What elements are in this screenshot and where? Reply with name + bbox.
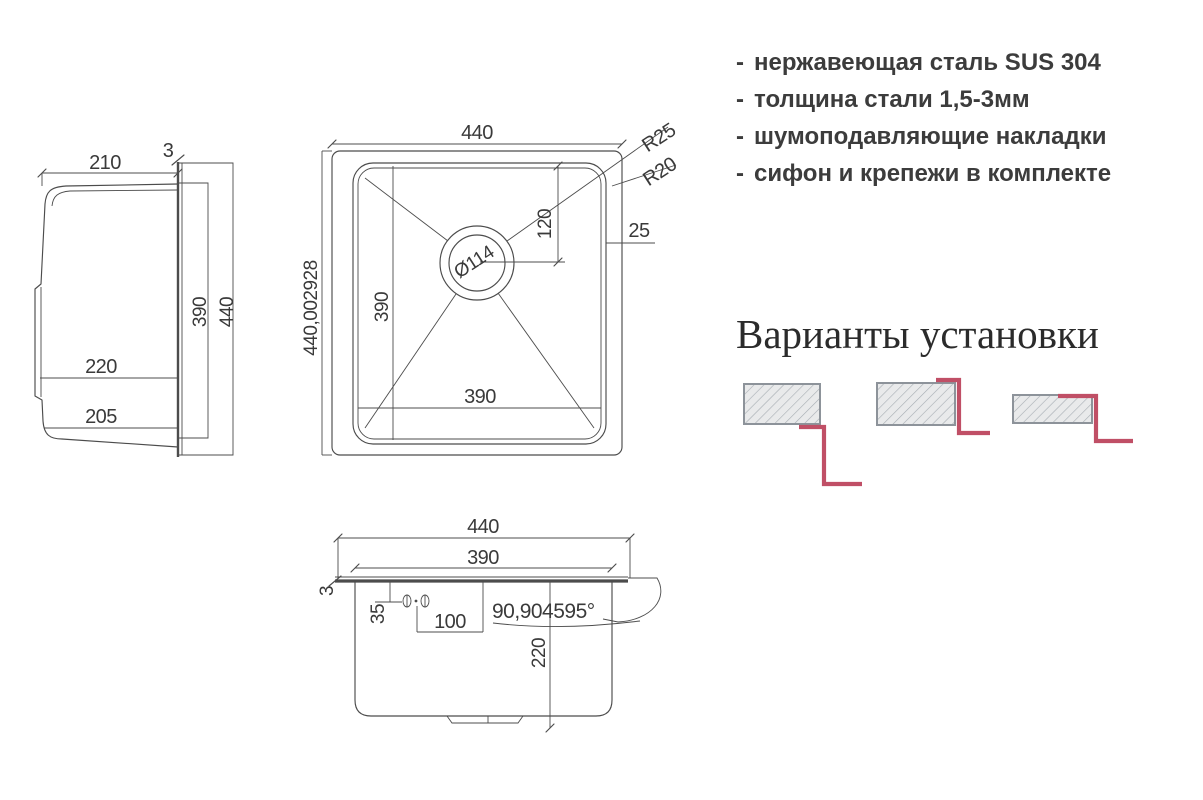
side-bowl-inner-line bbox=[51, 189, 179, 207]
sec-tick bbox=[545, 723, 555, 733]
top-tick bbox=[327, 139, 337, 149]
sink-rim-profile-icon bbox=[799, 424, 862, 487]
top-tick bbox=[553, 161, 563, 171]
spec-text: сифон и крепежи в комплекте bbox=[754, 160, 1112, 187]
top-tick bbox=[553, 257, 563, 267]
sink-rim-profile-icon bbox=[936, 377, 990, 436]
drain-inner-circle bbox=[448, 234, 506, 292]
spec-bullet: - bbox=[736, 49, 744, 76]
hole-icon-dot bbox=[414, 599, 418, 603]
cross-line-tl bbox=[364, 177, 449, 242]
dim-corner-r20: R20 bbox=[639, 153, 681, 191]
side-dim-frame-390 bbox=[178, 182, 209, 439]
spec-bullet: - bbox=[736, 123, 744, 150]
spec-item: - толщина стали 1,5-3мм bbox=[736, 81, 1156, 118]
dim-sec-390: 390 bbox=[467, 547, 499, 569]
spec-list: - нержавеющая сталь SUS 304 - толщина ст… bbox=[736, 44, 1156, 192]
dim-top-width-440: 440 bbox=[461, 122, 493, 144]
top-bowl-outer bbox=[352, 162, 607, 445]
sec-tick-3 bbox=[328, 575, 342, 587]
side-view: 210 3 390 440 220 205 bbox=[34, 140, 238, 457]
sec-tick bbox=[607, 563, 617, 573]
section-view: 440 390 3 35 100 90,904595° 220 bbox=[317, 516, 662, 733]
install-option-overmount bbox=[1012, 393, 1133, 444]
spec-text: толщина стали 1,5-3мм bbox=[754, 86, 1030, 113]
dim-sec-220: 220 bbox=[529, 638, 550, 668]
dim-side-rim-3: 3 bbox=[163, 140, 174, 162]
r20-leader bbox=[611, 164, 677, 187]
top-outer-rect bbox=[331, 150, 623, 456]
sec-drain-boss bbox=[446, 715, 524, 724]
sec-bowl-outline bbox=[354, 581, 613, 717]
top-tick bbox=[617, 139, 627, 149]
spec-item: - шумоподавляющие накладки bbox=[736, 118, 1156, 155]
spec-item: - сифон и крепежи в комплекте bbox=[736, 155, 1156, 192]
cross-line-br bbox=[497, 292, 595, 429]
dim-corner-r25: R25 bbox=[638, 119, 680, 157]
side-tick bbox=[173, 168, 183, 178]
angle-underline bbox=[492, 620, 641, 628]
countertop-hatch-icon bbox=[743, 383, 821, 425]
sec-tick bbox=[350, 563, 360, 573]
countertop-hatch-icon bbox=[1012, 394, 1093, 424]
dim-sec-100: 100 bbox=[434, 611, 466, 633]
sec-tick bbox=[625, 533, 635, 543]
countertop-hatch-icon bbox=[876, 382, 956, 426]
sec-tick bbox=[333, 533, 343, 543]
spec-text: шумоподавляющие накладки bbox=[754, 123, 1107, 150]
drain-outer-circle bbox=[439, 225, 515, 301]
dim-top-120: 120 bbox=[535, 209, 556, 239]
top-view: 440 440,002928 390 390 120 25 Ø114 R25 R… bbox=[301, 119, 681, 456]
spec-item: - нержавеющая сталь SUS 304 bbox=[736, 44, 1156, 81]
dim-top-25: 25 bbox=[628, 220, 650, 242]
dim-side-height-440: 440 bbox=[217, 297, 238, 327]
dim-side-height-390: 390 bbox=[190, 297, 211, 327]
spec-text: нержавеющая сталь SUS 304 bbox=[754, 49, 1101, 76]
install-option-undermount bbox=[743, 383, 862, 487]
sink-rim-profile-icon bbox=[1058, 393, 1133, 444]
installation-title: Варианты установки bbox=[736, 311, 1099, 357]
spec-bullet: - bbox=[736, 160, 744, 187]
cross-line-bl bbox=[364, 293, 457, 429]
dim-top-390-horizontal: 390 bbox=[464, 386, 496, 408]
dim-top-left-440-002928: 440,002928 bbox=[301, 260, 322, 355]
side-tick-3 bbox=[171, 154, 185, 166]
dim-side-205: 205 bbox=[85, 406, 117, 428]
top-bowl-inner bbox=[357, 167, 602, 440]
dim-sec-35: 35 bbox=[368, 604, 389, 624]
dim-top-390-vertical: 390 bbox=[372, 292, 393, 322]
dim-sec-angle: 90,904595° bbox=[492, 600, 595, 623]
side-tick bbox=[37, 168, 47, 178]
side-dim-frame-440 bbox=[178, 162, 234, 456]
side-bowl-outline bbox=[34, 183, 179, 448]
cross-line-tr-r25-leader bbox=[506, 126, 669, 242]
dim-side-width-210: 210 bbox=[89, 152, 121, 174]
dim-side-220: 220 bbox=[85, 356, 117, 378]
mounting-holes-icon bbox=[402, 594, 430, 608]
edge-profile-detail bbox=[602, 577, 662, 623]
installation-options bbox=[743, 377, 1133, 487]
install-option-flushmount bbox=[876, 377, 990, 436]
dim-drain-diameter: Ø114 bbox=[450, 241, 498, 283]
dim-sec-440: 440 bbox=[467, 516, 499, 538]
spec-bullet: - bbox=[736, 86, 744, 113]
dim-sec-3: 3 bbox=[317, 586, 338, 596]
